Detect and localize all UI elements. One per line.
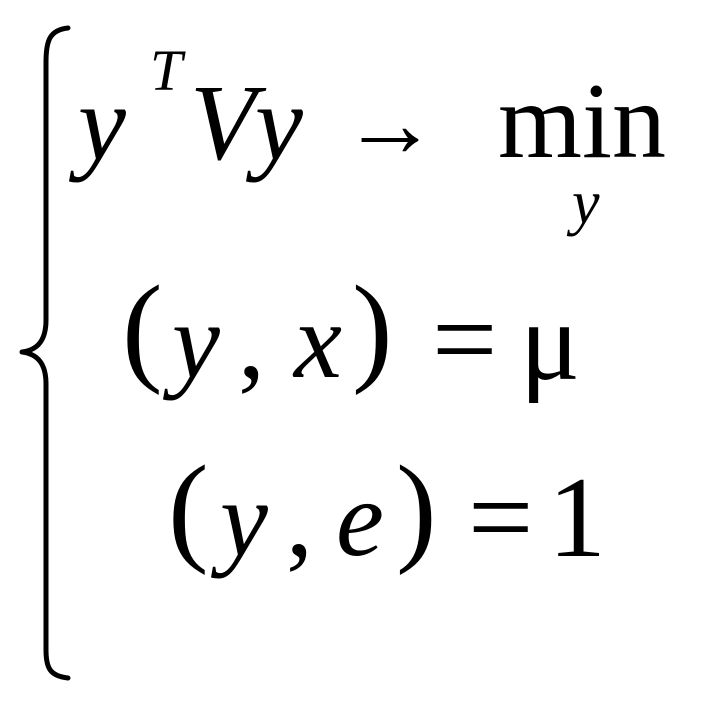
var-y: y [78, 64, 126, 183]
var-y-2: y [255, 64, 303, 183]
number-one: 1 [548, 454, 606, 582]
equals-sign: = [468, 454, 534, 582]
equals-sign: = [432, 276, 498, 404]
mu-symbol: μ [520, 280, 581, 404]
var-y: y [220, 460, 268, 579]
left-paren: ( [122, 261, 163, 396]
min-operator: min [498, 62, 667, 181]
comma: , [238, 282, 265, 401]
superscript-T: T [150, 38, 183, 103]
min-subscript-y: y [572, 169, 600, 237]
var-x: x [294, 282, 342, 401]
var-V: V [190, 64, 256, 183]
arrow: → [342, 70, 438, 177]
var-e: e [336, 460, 384, 579]
var-y: y [172, 282, 220, 401]
left-paren: ( [168, 441, 209, 576]
comma: , [286, 460, 313, 579]
right-paren: ) [396, 441, 437, 576]
right-paren: ) [352, 261, 393, 396]
